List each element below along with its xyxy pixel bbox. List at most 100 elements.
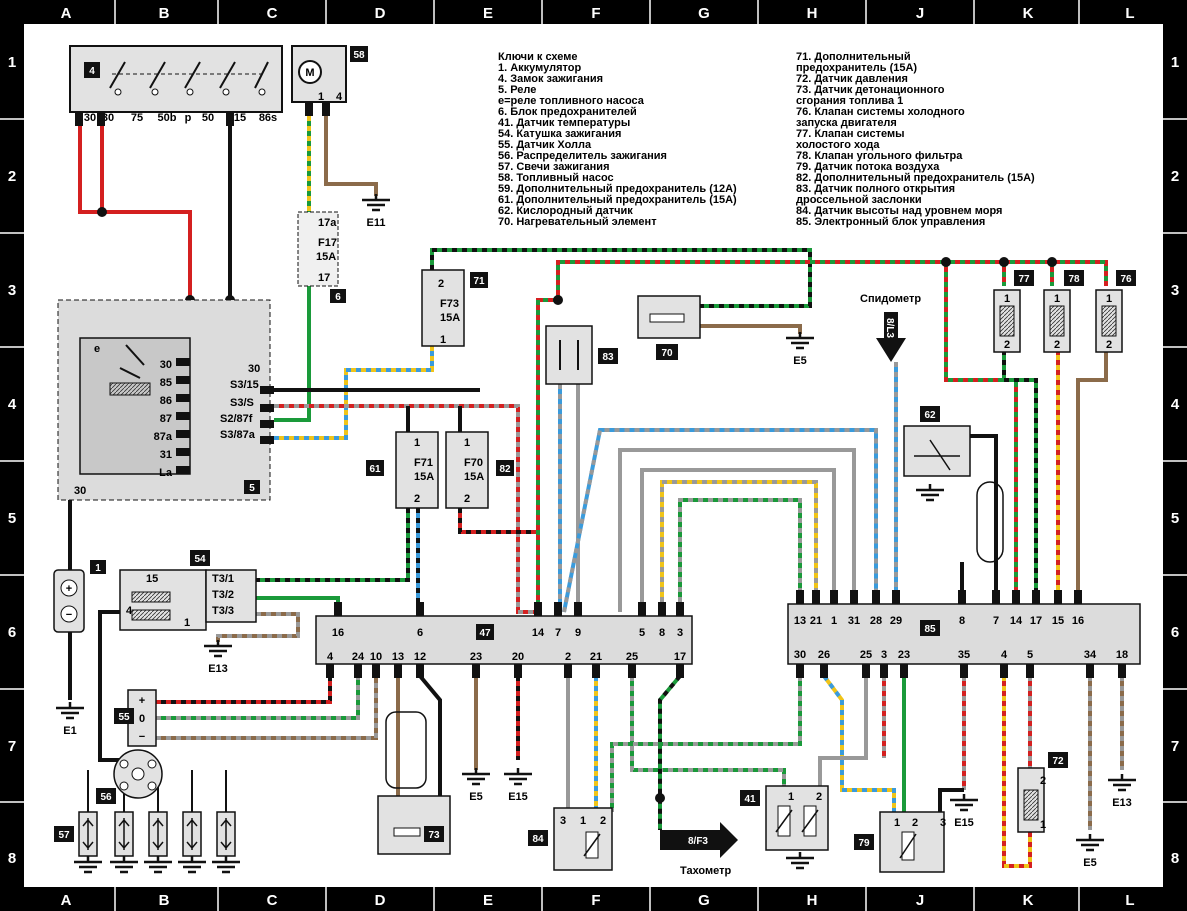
label: 73 (428, 830, 440, 841)
relay-e-label: e (94, 343, 100, 355)
heating-element: 70 (637, 295, 701, 360)
pin-label: 1 (1004, 293, 1010, 305)
column-label: C (267, 892, 278, 909)
ground-symbol (110, 856, 138, 874)
pin-label: 2 (1106, 339, 1112, 351)
pin-label: 28 (870, 615, 882, 627)
wire-stripe (658, 674, 682, 830)
ground-symbol (916, 484, 944, 502)
pin-label: 30 (160, 359, 172, 371)
column-label: D (375, 5, 386, 22)
legend-line: 6. Блок предохранителей (498, 106, 637, 118)
legend-line: Ключи к схеме (498, 51, 578, 63)
legend-line: 79. Датчик потока воздуха (796, 161, 940, 173)
pin-label: 4 (126, 605, 133, 617)
pressure-sensor: 2 1 72 (1017, 752, 1068, 833)
label: 72 (1052, 756, 1064, 767)
pin-label: 31 (160, 449, 172, 461)
fuse-pin: 17 (318, 272, 330, 284)
pin-label: S3/87a (220, 429, 256, 441)
row-label: 6 (1171, 624, 1179, 641)
pin-label: 3 (881, 649, 887, 661)
column-label: B (159, 5, 170, 22)
pin-label: 86s (259, 112, 277, 124)
column-label: E (483, 5, 493, 22)
column-label: A (61, 892, 72, 909)
label: 5 (249, 483, 255, 494)
legend-line: 62. Кислородный датчик (498, 205, 633, 217)
column-label: K (1023, 892, 1034, 909)
pin-label: 20 (512, 651, 524, 663)
legend-line: запуска двигателя (796, 117, 897, 129)
pin-label: 34 (1084, 649, 1097, 661)
row-label: 3 (8, 282, 16, 299)
legend-line: 41. Датчик температуры (498, 117, 630, 129)
pin-label: 3 (560, 815, 566, 827)
pin-label: 2 (600, 815, 606, 827)
pin-label: 2 (565, 651, 571, 663)
label: 70 (661, 348, 673, 359)
label: 84 (532, 834, 544, 845)
pin-label: 23 (898, 649, 910, 661)
fuse-amp: 15A (414, 471, 434, 483)
relay-box: e 30 85 86 87 87a 31 La 30 S3/15 S3/S S2… (57, 299, 274, 501)
column-label: J (916, 5, 924, 22)
pin-label: 12 (414, 651, 426, 663)
wire-stripe (156, 676, 360, 720)
fuse-pin: 2 (414, 493, 420, 505)
column-label: K (1023, 5, 1034, 22)
wire (324, 116, 378, 196)
wire-stripe (1002, 350, 1038, 600)
pin-label: 25 (860, 649, 872, 661)
pin-label: − (139, 731, 145, 743)
ground-symbol (56, 702, 84, 720)
wire-stripe (156, 676, 332, 704)
speedometer-ref: Спидометр 8/L3 (860, 293, 921, 362)
legend-line: 61. Дополнительный предохранитель (15А) (498, 194, 737, 206)
junction (553, 295, 563, 305)
legend-line: 82. Дополнительный предохранитель (15А) (796, 172, 1035, 184)
tachometer-ref: 8/F3 Тахометр (660, 822, 738, 877)
label: 79 (858, 838, 870, 849)
column-label: B (159, 892, 170, 909)
wire (700, 324, 802, 334)
pin-label: 7 (993, 615, 999, 627)
pin-label: 14 (1010, 615, 1023, 627)
pin-label: 8 (959, 615, 965, 627)
pin-label: 2 (816, 791, 822, 803)
column-label: A (61, 5, 72, 22)
pin-label: 26 (818, 649, 830, 661)
pin-label: 0 (139, 713, 145, 725)
fuse-pin: 17a (318, 217, 337, 229)
legend-line: 83. Датчик полного открытия (796, 183, 955, 195)
ground-label: E13 (208, 663, 228, 675)
legend-line: 58. Топливный насос (498, 172, 614, 184)
label: 41 (744, 794, 756, 805)
pin-label: 75 (131, 112, 143, 124)
pin-label: 13 (794, 615, 806, 627)
pin-label: 5 (1027, 649, 1033, 661)
pin-label: 30 (84, 112, 96, 124)
ground-label: E5 (469, 791, 482, 803)
fuse-amp: 15A (316, 251, 336, 263)
pin-label: p (185, 112, 192, 124)
legend-line: 73. Датчик детонационного (796, 84, 945, 96)
pin-label: 16 (332, 627, 344, 639)
ground-symbol (1108, 774, 1136, 792)
label: 77 (1018, 274, 1030, 285)
row-label: 5 (8, 510, 16, 527)
legend-line: e=реле топливного насоса (498, 95, 645, 107)
pin-label: 25 (626, 651, 638, 663)
fuse-pin: 1 (414, 437, 420, 449)
ecu-47: 47 (315, 615, 693, 665)
ground-symbol (74, 856, 102, 874)
pin-label: 15 (1052, 615, 1064, 627)
fuse-amp: 15A (464, 471, 484, 483)
fuse-pin: 2 (464, 493, 470, 505)
pin-label: 1 (184, 617, 190, 629)
wire-stripe (254, 508, 410, 582)
fuel-pump: M 58 1 4 (291, 45, 368, 116)
svg-text:+: + (66, 583, 72, 595)
ground-label: E5 (1083, 857, 1096, 869)
